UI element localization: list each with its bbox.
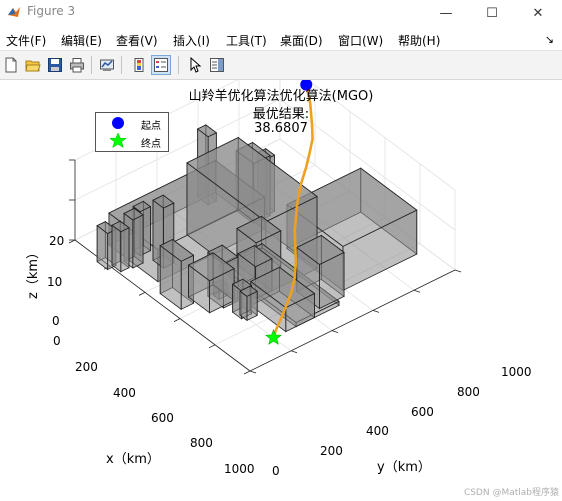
y-tick-label: 600 (411, 405, 434, 419)
obstacle-face-top (286, 167, 418, 247)
x-tick-mark (138, 292, 146, 296)
legend-label-end: 终点 (141, 139, 161, 150)
x-tick-label: 0 (53, 334, 61, 348)
y-tick-mark (331, 330, 339, 333)
menu-help[interactable]: 帮助(H) (398, 34, 441, 48)
3d-plot[interactable] (0, 80, 562, 501)
legend-entry-start: 起点 (96, 114, 168, 132)
x-tick-label: 1000 (224, 462, 255, 476)
x-tick-mark (173, 318, 181, 322)
x-axis-label: x（km） (106, 452, 160, 467)
y-axis-line (249, 269, 456, 372)
chart-title: 山羚羊优化算法优化算法(MGO) (188, 89, 374, 104)
z-tick-label: 10 (47, 275, 63, 289)
matlab-logo-icon (8, 7, 20, 17)
z-axis-label: z（km） (26, 245, 41, 299)
wall-grid-line (279, 98, 456, 231)
obstacle-face-top (295, 234, 345, 265)
obstacle-face-top (152, 194, 175, 209)
obstacle-face-left (111, 224, 122, 273)
z-tick-label: 0 (52, 314, 60, 328)
menu-file[interactable]: 文件(F) (6, 34, 47, 48)
menu-insert[interactable]: 插入(I) (173, 34, 210, 48)
y-tick-label: 800 (457, 385, 480, 399)
figure-canvas: 山羚羊优化算法优化算法(MGO) 最优结果: 38.6807 起点 终点 z（k… (0, 80, 562, 501)
x-tick-label: 400 (113, 386, 136, 400)
obstacle-face-top (186, 137, 318, 223)
y-tick-label: 400 (366, 424, 389, 438)
link-plot-icon[interactable] (97, 55, 117, 75)
start-point-marker (300, 80, 313, 91)
obstacle-face-top (239, 285, 258, 297)
x-tick-label: 800 (190, 436, 213, 450)
obstacle-face-top (111, 220, 130, 233)
y-tick-label: 200 (320, 444, 343, 458)
edit-plot-pointer-icon[interactable] (185, 55, 205, 75)
legend-entry-end: 终点 (96, 132, 168, 150)
print-icon[interactable] (67, 55, 87, 75)
y-tick-mark (249, 370, 257, 374)
obstacle-face-top (159, 239, 195, 262)
toolbar-separator (121, 56, 122, 74)
obstacle-face-front (120, 227, 130, 273)
obstacle-face-top (187, 252, 235, 282)
planned-path (272, 84, 314, 339)
obstacle-face-top (237, 245, 273, 268)
back-wall-pane (75, 80, 280, 240)
y-tick-mark (372, 310, 380, 313)
y-tick-mark (413, 289, 421, 293)
x-tick-mark (68, 239, 76, 244)
x-tick-label: 200 (75, 360, 98, 374)
save-icon[interactable] (45, 55, 65, 75)
chart-legend[interactable]: 起点 终点 (95, 112, 169, 152)
wall-grid-line (74, 98, 281, 201)
menu-view[interactable]: 查看(V) (116, 34, 158, 48)
x-tick-mark (208, 344, 216, 349)
legend-icon[interactable] (151, 55, 171, 75)
toolbar-separator (91, 56, 92, 74)
menu-bar: 文件(F) 编辑(E) 查看(V) 插入(I) 工具(T) 桌面(D) 窗口(W… (0, 28, 562, 51)
y-tick-label: 0 (272, 464, 280, 478)
menu-window[interactable]: 窗口(W) (338, 34, 384, 48)
y-tick-label: 1000 (501, 365, 532, 379)
maximize-button[interactable]: ☐ (486, 5, 498, 21)
open-file-icon[interactable] (23, 55, 43, 75)
x-tick-label: 600 (151, 411, 174, 425)
end-point-marker (265, 328, 282, 345)
window-title: Figure 3 (27, 4, 76, 18)
figure-toolbar (0, 51, 562, 80)
y-tick-mark (290, 350, 298, 354)
y-tick-mark (454, 269, 462, 273)
menu-tools[interactable]: 工具(T) (226, 34, 267, 48)
title-bar: Figure 3 — ☐ ✕ (0, 0, 562, 26)
obstacle-face-top (250, 266, 316, 309)
menu-edit[interactable]: 编辑(E) (61, 34, 102, 48)
watermark: CSDN @Matlab程序猿 (463, 488, 559, 498)
close-button[interactable]: ✕ (532, 5, 544, 21)
obstacle-face-top (132, 200, 152, 213)
toolbar-separator (178, 56, 179, 74)
new-figure-icon[interactable] (1, 55, 21, 75)
obstacle-face-top (196, 124, 218, 138)
obstacle-face-top (123, 207, 144, 221)
obstacle-face-top (236, 215, 282, 244)
chart-subtitle: 最优结果: (252, 107, 310, 122)
minimize-button[interactable]: — (439, 5, 453, 21)
z-tick-label: 20 (49, 234, 65, 248)
x-tick-mark (243, 370, 251, 375)
menu-desktop[interactable]: 桌面(D) (280, 34, 323, 48)
dock-arrow-icon[interactable]: ↘ (544, 33, 554, 46)
obstacle-face-front (132, 214, 144, 269)
property-inspector-icon[interactable] (207, 55, 227, 75)
chart-result-value: 38.6807 (254, 121, 308, 136)
y-axis-label: y（km） (377, 460, 431, 475)
legend-label-start: 起点 (141, 121, 161, 132)
colorbar-icon[interactable] (129, 55, 149, 75)
